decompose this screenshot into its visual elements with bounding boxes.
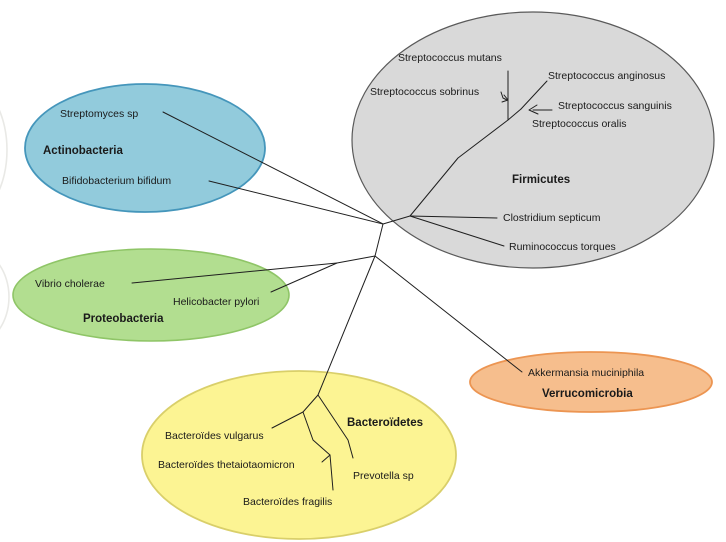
anginosus-branch: [520, 80, 548, 110]
firmicutes-ellipse: [351, 11, 715, 269]
prevotella-branch: [317, 394, 354, 459]
verrucomicrobia-phylum-label: Verrucomicrobia: [542, 388, 633, 400]
akkermansia-muciniphila-label: Akkermansia muciniphila: [528, 367, 644, 379]
ruminococcus-branch: [409, 215, 505, 247]
clostridium-branch: [409, 215, 498, 219]
prevotella-sp-label: Prevotella sp: [353, 470, 414, 482]
proteobacteria-ellipse: [12, 248, 290, 342]
bifidobacterium-branch: [208, 180, 384, 225]
bacteroidetes-phylum-label: Bacteroïdetes: [347, 417, 423, 429]
bacteroidetes-ellipse: [141, 370, 457, 540]
fragilis-branch: [302, 411, 334, 491]
bactero-des-fragilis-label: Bacteroïdes fragilis: [243, 496, 332, 508]
clostridium-septicum-label: Clostridium septicum: [503, 212, 601, 224]
streptomyces-sp-label: Streptomyces sp: [60, 108, 138, 120]
ruminococcus-torques-label: Ruminococcus torques: [509, 241, 616, 253]
actinobacteria-phylum-label: Actinobacteria: [43, 145, 123, 157]
firmicutes-phylum-label: Firmicutes: [512, 174, 570, 186]
hub-stem: [374, 223, 384, 257]
bactero-des-vulgarus-label: Bacteroïdes vulgarus: [165, 430, 264, 442]
bacteroidetes-inner-stem: [302, 394, 319, 413]
vulgarus-branch: [271, 411, 304, 429]
streptococcus-mutans-label: Streptococcus mutans: [398, 52, 502, 64]
faint-arc-0: [0, 109, 8, 191]
firmicutes-link: [382, 215, 411, 225]
faint-arc-1: [0, 264, 10, 330]
vibrio-cholerae-label: Vibrio cholerae: [35, 278, 105, 290]
sanguinis-arrowhead: [528, 104, 539, 115]
streptococcus-anginosus-label: Streptococcus anginosus: [548, 70, 665, 82]
sobrinus-arrowhead: [501, 94, 509, 103]
proteobacteria-phylum-label: Proteobacteria: [83, 313, 164, 325]
helicobacter-branch: [270, 262, 338, 293]
vibrio-branch: [131, 262, 338, 284]
verrucomicrobia-ellipse: [469, 351, 713, 413]
streptococcus-sanguinis-label: Streptococcus sanguinis: [558, 100, 672, 112]
streptococcus-oralis-label: Streptococcus oralis: [532, 118, 627, 130]
bactero-des-thetaiotaomicron-label: Bacteroïdes thetaiotaomicron: [158, 459, 295, 471]
sobrinus-hook: [500, 91, 508, 101]
streptococcus-sobrinus-label: Streptococcus sobrinus: [370, 86, 479, 98]
verrucomicrobia-branch: [374, 255, 523, 373]
actinobacteria-ellipse: [24, 83, 266, 213]
helicobacter-pylori-label: Helicobacter pylori: [173, 296, 259, 308]
proteobacteria-stem: [336, 255, 376, 264]
bacteroidetes-stem: [317, 255, 376, 396]
streptomyces-branch: [162, 111, 384, 225]
bifidobacterium-bifidum-label: Bifidobacterium bifidum: [62, 175, 171, 187]
thetaiotaomicron-tick: [321, 454, 331, 463]
streptococcus-stem: [409, 108, 522, 217]
